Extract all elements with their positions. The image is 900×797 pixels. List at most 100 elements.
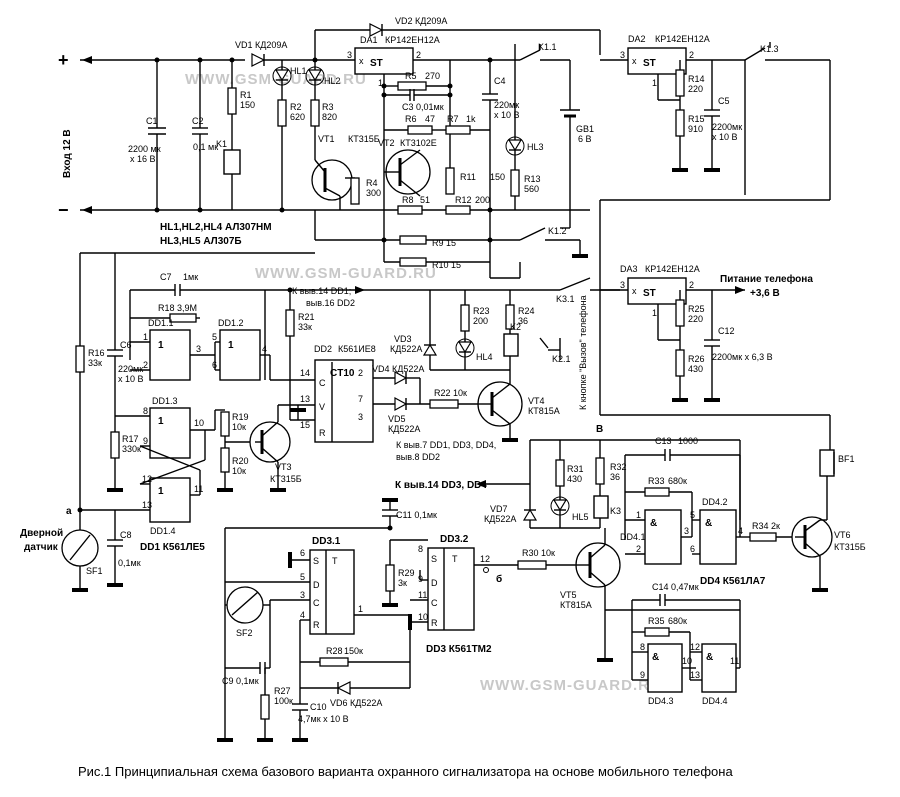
svg-text:0,1мк: 0,1мк — [118, 558, 141, 568]
svg-text:V: V — [319, 402, 325, 412]
svg-text:10: 10 — [194, 418, 204, 428]
svg-text:1: 1 — [158, 486, 164, 497]
svg-text:33к: 33к — [88, 358, 102, 368]
svg-text:10к: 10к — [232, 422, 246, 432]
svg-text:33к: 33к — [298, 322, 312, 332]
svg-text:3: 3 — [300, 590, 305, 600]
svg-text:КТ815А: КТ815А — [560, 600, 592, 610]
svg-text:R26: R26 — [688, 354, 705, 364]
svg-text:Питание телефона: Питание телефона — [720, 273, 813, 285]
svg-text:2: 2 — [416, 50, 421, 60]
svg-text:1: 1 — [378, 78, 383, 88]
svg-text:680к: 680к — [668, 476, 687, 486]
svg-text:12: 12 — [690, 642, 700, 652]
svg-text:R15: R15 — [688, 114, 705, 124]
svg-text:C12: C12 — [718, 326, 735, 336]
svg-text:9: 9 — [143, 436, 148, 446]
r5-value: 270 — [425, 71, 440, 81]
svg-text:3: 3 — [347, 50, 352, 60]
svg-text:330к: 330к — [122, 444, 141, 454]
svg-text:КТ315Б: КТ315Б — [834, 542, 866, 552]
svg-text:6: 6 — [690, 544, 695, 554]
svg-text:R7: R7 — [447, 114, 459, 124]
r1-label: R1 — [240, 90, 252, 100]
svg-text:D: D — [313, 580, 320, 590]
svg-text:560: 560 — [524, 184, 539, 194]
svg-text:КД522А: КД522А — [390, 344, 422, 354]
svg-text:12: 12 — [142, 474, 152, 484]
svg-text:13: 13 — [142, 500, 152, 510]
svg-text:36: 36 — [610, 472, 620, 482]
hl1-label: HL1 — [290, 66, 307, 76]
da1-label: DA1 — [360, 35, 378, 45]
svg-text:R14: R14 — [688, 74, 705, 84]
svg-text:K3.1: K3.1 — [556, 294, 575, 304]
svg-text:S: S — [313, 556, 319, 566]
svg-text:DD4.4: DD4.4 — [702, 696, 728, 706]
svg-text:100к: 100к — [274, 696, 293, 706]
svg-text:C11 0,1мк: C11 0,1мк — [396, 510, 437, 520]
svg-text:К561ИЕ8: К561ИЕ8 — [338, 344, 376, 354]
svg-text:&: & — [652, 652, 659, 663]
svg-text:3: 3 — [620, 280, 625, 290]
svg-text:11: 11 — [194, 484, 203, 494]
svg-text:C: C — [319, 378, 326, 388]
svg-text:x: x — [632, 56, 637, 66]
svg-text:В: В — [596, 424, 603, 435]
svg-text:K2: K2 — [510, 322, 521, 332]
svg-text:DD1.4: DD1.4 — [150, 526, 176, 536]
svg-text:200: 200 — [473, 316, 488, 326]
svg-text:а: а — [66, 506, 72, 517]
counter-section: К выв.14 DD1; выв.16 DD2 R16 33к C6 220м… — [75, 252, 813, 553]
svg-text:R: R — [431, 618, 438, 628]
svg-text:К выв.7 DD1, DD3, DD4,: К выв.7 DD1, DD3, DD4, — [396, 440, 496, 450]
svg-text:2: 2 — [689, 280, 694, 290]
svg-text:+3,6 В: +3,6 В — [750, 288, 780, 299]
svg-text:680к: 680к — [668, 616, 687, 626]
svg-text:1мк: 1мк — [183, 272, 198, 282]
svg-text:9: 9 — [640, 670, 645, 680]
svg-text:11: 11 — [730, 656, 739, 666]
svg-text:2: 2 — [689, 50, 694, 60]
svg-text:VD7: VD7 — [490, 504, 508, 514]
svg-text:R19: R19 — [232, 412, 249, 422]
hl-note-1: HL1,HL2,HL4 АЛ307НМ — [160, 222, 272, 233]
svg-text:КР142ЕН12А: КР142ЕН12А — [655, 34, 710, 44]
svg-text:C: C — [313, 598, 320, 608]
r2-label: R2 — [290, 102, 302, 112]
svg-text:430: 430 — [688, 364, 703, 374]
svg-text:VT6: VT6 — [834, 530, 851, 540]
svg-text:1: 1 — [158, 340, 164, 351]
svg-text:2: 2 — [636, 544, 641, 554]
svg-text:DD4.1: DD4.1 — [620, 532, 646, 542]
svg-text:5: 5 — [212, 332, 217, 342]
svg-text:C14 0,47мк: C14 0,47мк — [652, 582, 699, 592]
svg-text:&: & — [650, 518, 657, 529]
svg-text:3: 3 — [620, 50, 625, 60]
svg-text:51: 51 — [420, 195, 430, 205]
svg-text:3: 3 — [196, 344, 201, 354]
svg-text:C: C — [431, 598, 438, 608]
r2-value: 620 — [290, 112, 305, 122]
svg-text:150к: 150к — [344, 646, 363, 656]
svg-text:x: x — [632, 286, 637, 296]
svg-text:DD1.3: DD1.3 — [152, 396, 178, 406]
da1-x: x — [359, 56, 364, 66]
svg-text:R: R — [313, 620, 320, 630]
svg-text:12: 12 — [480, 554, 490, 564]
minus-terminal: − — [58, 200, 69, 220]
svg-text:КД522А: КД522А — [484, 514, 516, 524]
svg-text:1: 1 — [228, 340, 234, 351]
svg-text:DD3.2: DD3.2 — [440, 534, 469, 545]
svg-text:DD3 К561ТМ2: DD3 К561ТМ2 — [426, 644, 492, 655]
svg-text:910: 910 — [688, 124, 703, 134]
svg-text:5: 5 — [300, 572, 305, 582]
svg-text:х 10 В: х 10 В — [494, 110, 520, 120]
vd1-label: VD1 КД209А — [235, 40, 287, 50]
svg-text:R28: R28 — [326, 646, 343, 656]
watermark: WWW.GSM-GUARD.RU — [255, 265, 437, 282]
svg-text:8: 8 — [640, 642, 645, 652]
svg-text:R18 3,9М: R18 3,9М — [158, 303, 197, 313]
svg-text:6 В: 6 В — [578, 134, 592, 144]
svg-text:T: T — [452, 554, 458, 564]
